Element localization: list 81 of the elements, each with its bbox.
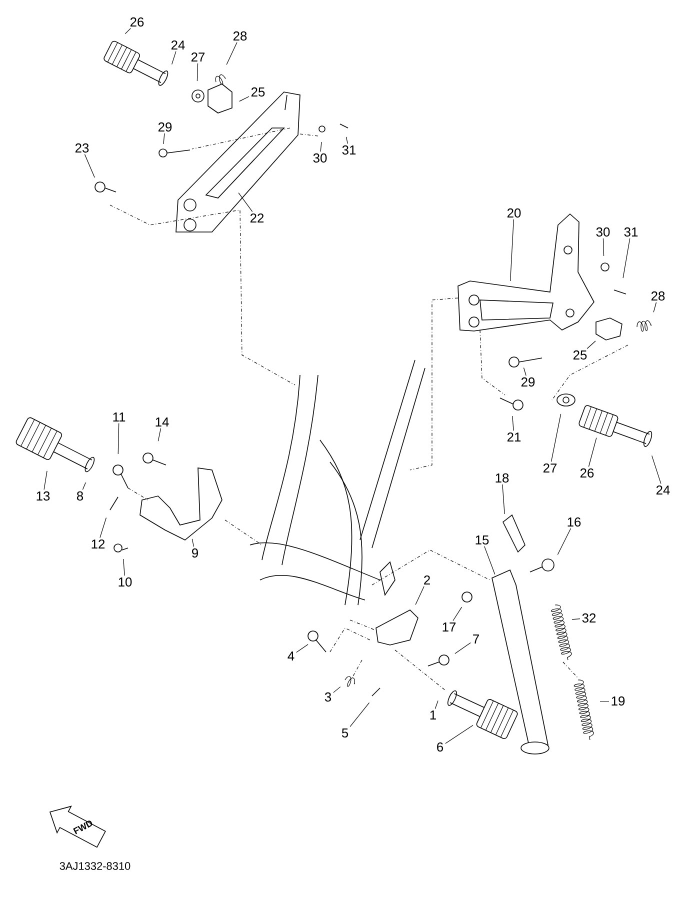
callout-number: 17 — [442, 622, 456, 632]
callout-number: 14 — [156, 418, 169, 426]
leader-line — [192, 538, 194, 547]
callout-number: 12 — [92, 539, 105, 549]
callout-number: 11 — [113, 412, 126, 422]
callout-number: 24 — [656, 485, 670, 495]
callout-number: 31 — [624, 227, 638, 237]
leader-line — [484, 546, 496, 575]
leader-line — [124, 28, 131, 34]
callout-number: 27 — [191, 52, 205, 62]
callout-number: 30 — [596, 227, 610, 237]
leader-line — [502, 484, 505, 514]
leader-line — [586, 340, 596, 349]
callout-number: 27 — [543, 463, 557, 473]
leader-line — [226, 42, 238, 65]
leader-line — [415, 586, 424, 605]
leader-line — [238, 192, 253, 212]
callout-number: 7 — [473, 634, 479, 644]
callout-number: 5 — [342, 728, 348, 738]
callout-number: 31 — [342, 145, 356, 155]
leader-line — [82, 482, 86, 490]
leader-line — [118, 422, 120, 454]
leader-line — [572, 618, 580, 620]
callout-number: 29 — [521, 377, 535, 387]
callout-number: 9 — [192, 548, 198, 558]
callout-number: 26 — [580, 468, 594, 478]
callout-number: 10 — [118, 577, 132, 587]
callout-number: 26 — [130, 17, 144, 27]
leader-line — [445, 725, 474, 744]
callout-number: 1 — [430, 710, 436, 720]
callout-number: 15 — [476, 536, 489, 545]
callout-number: 22 — [250, 213, 264, 223]
leader-line — [588, 438, 597, 467]
callout-number: 30 — [313, 153, 327, 163]
callout-number: 20 — [507, 208, 521, 218]
callout-number: 4 — [288, 652, 294, 660]
leader-line — [296, 644, 308, 653]
leader-line — [622, 238, 630, 278]
leader-line — [100, 517, 106, 538]
leader-line — [550, 414, 562, 462]
leader-line — [653, 302, 657, 313]
callout-number: 13 — [36, 491, 50, 501]
part-number: 3AJ1332-8310 — [60, 862, 130, 870]
callout-number: 28 — [651, 291, 665, 301]
leader-line — [320, 142, 322, 152]
callout-number: 8 — [76, 491, 84, 501]
callout-number: 2 — [424, 575, 430, 585]
leader-line — [600, 701, 610, 702]
leader-line — [172, 51, 176, 65]
leader-line — [84, 154, 95, 178]
leader-line — [434, 700, 438, 710]
leader-line — [523, 367, 526, 376]
leader-line — [44, 470, 48, 490]
callout-number: 24 — [171, 40, 185, 50]
leader-line — [158, 428, 162, 442]
callout-number: 28 — [233, 31, 247, 41]
leader-line — [239, 96, 250, 102]
leader-line — [123, 558, 125, 576]
callout-number: 32 — [582, 613, 596, 623]
leader-line — [454, 642, 471, 654]
leader-line — [602, 238, 604, 256]
leader-line — [512, 416, 514, 431]
callout-number: 21 — [507, 432, 521, 442]
leader-line — [163, 133, 165, 144]
callout-number: 25 — [573, 350, 587, 360]
callout-number: 19 — [612, 696, 625, 706]
leader-line — [510, 219, 514, 282]
callout-number: 18 — [496, 473, 509, 483]
callout-number: 6 — [437, 742, 444, 752]
leader-line — [346, 136, 348, 144]
leader-line — [652, 455, 662, 484]
leader-line — [333, 686, 341, 693]
leader-line — [452, 606, 462, 622]
callout-number: 23 — [75, 143, 89, 153]
callout-number: 25 — [251, 87, 265, 97]
leader-line — [196, 63, 198, 82]
callout-number: 3 — [324, 692, 332, 702]
leader-line — [557, 528, 572, 555]
callout-number: 29 — [158, 122, 172, 132]
callout-number: 16 — [568, 517, 581, 527]
leader-line — [350, 702, 370, 727]
